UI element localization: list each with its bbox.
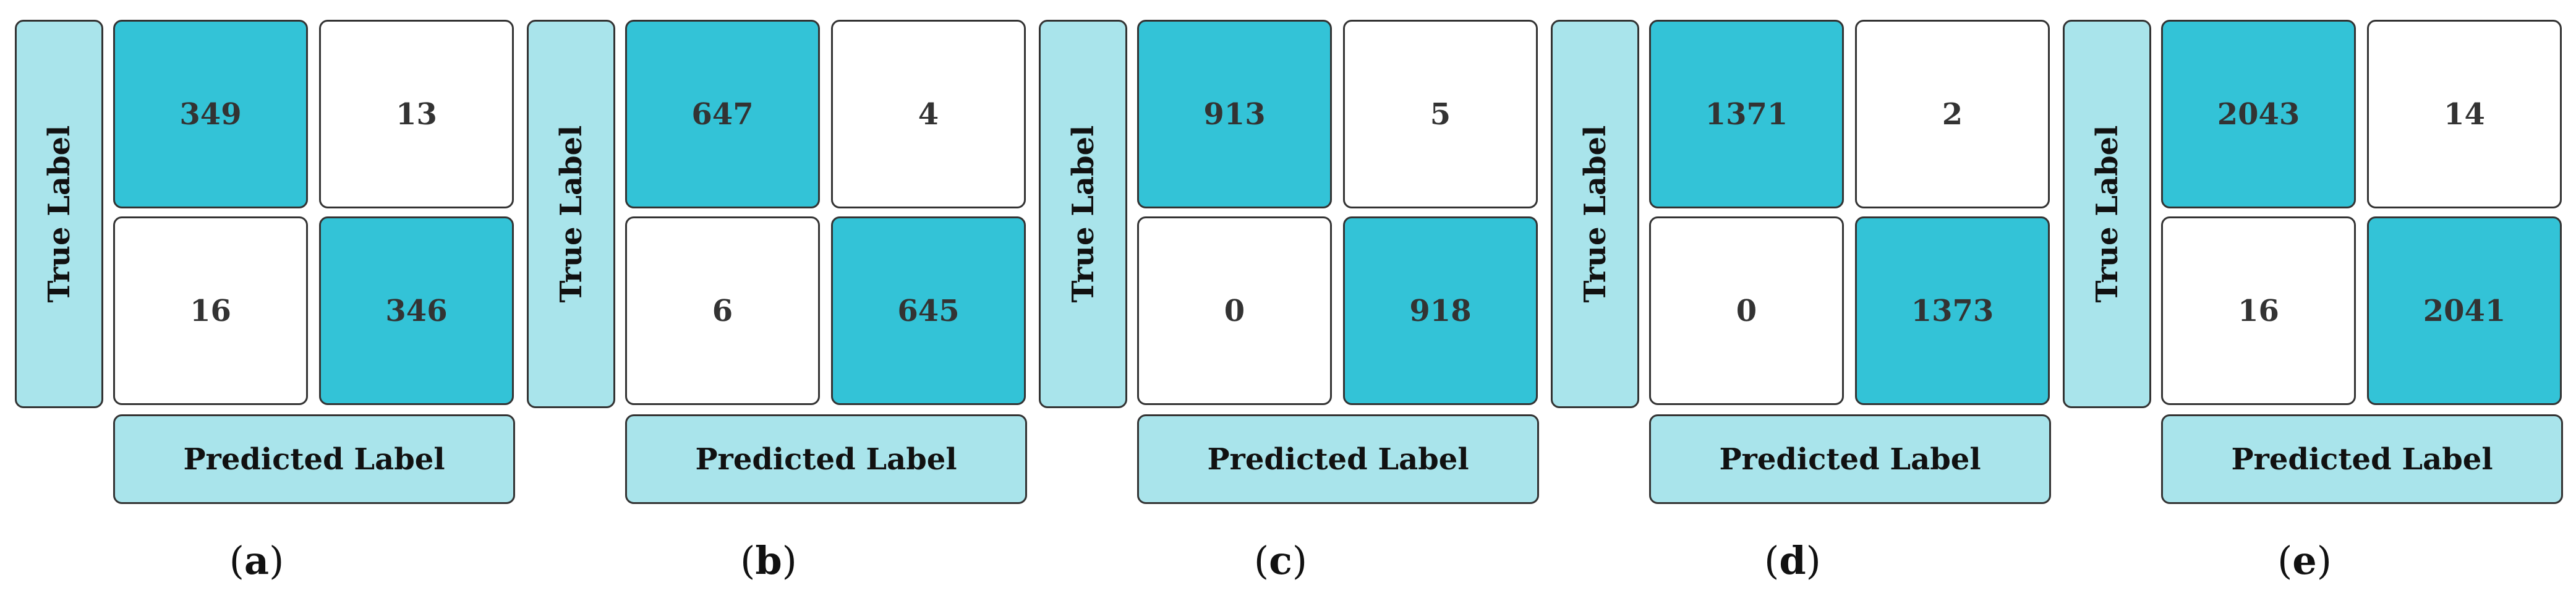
panel-caption: (c)	[1253, 538, 1308, 583]
matrix-cell-tp: 913	[1137, 20, 1332, 208]
panel-caption-letter: a	[244, 538, 270, 583]
matrix-cell-fp: 16	[113, 216, 308, 405]
matrix-cell-tn: 918	[1343, 216, 1538, 405]
panel-caption-letter: d	[1779, 538, 1806, 583]
matrix-cell-fp: 16	[2161, 216, 2356, 405]
matrix-cell-tn: 346	[319, 216, 514, 405]
matrix-cell-fp: 6	[625, 216, 820, 405]
panel-caption: (e)	[2277, 538, 2332, 583]
matrix-cell-fp: 0	[1137, 216, 1332, 405]
matrix-cell-tp: 647	[625, 20, 820, 208]
predicted-label-box: Predicted Label	[625, 414, 1027, 504]
confusion-matrix-panel-c: True Label 913 5 0 918 Predicted Label (…	[1024, 0, 1539, 598]
true-label-text: True Label	[41, 125, 77, 303]
panel-caption: (a)	[229, 538, 284, 583]
confusion-matrix-panel-b: True Label 647 4 6 645 Predicted Label (…	[512, 0, 1027, 598]
true-label-box: True Label	[2063, 20, 2151, 408]
matrix-cell-fn: 2	[1855, 20, 2050, 208]
predicted-label-box: Predicted Label	[113, 414, 515, 504]
true-label-text: True Label	[1577, 125, 1613, 303]
matrix-cell-tn: 2041	[2367, 216, 2562, 405]
true-label-box: True Label	[1551, 20, 1639, 408]
matrix-cell-tn: 645	[831, 216, 1026, 405]
matrix-cell-fn: 4	[831, 20, 1026, 208]
matrix-cell-tp: 1371	[1649, 20, 1844, 208]
panel-caption: (b)	[740, 538, 797, 583]
matrix-cell-tn: 1373	[1855, 216, 2050, 405]
matrix-cell-tp: 349	[113, 20, 308, 208]
predicted-label-box: Predicted Label	[1137, 414, 1539, 504]
predicted-label-box: Predicted Label	[2161, 414, 2563, 504]
true-label-text: True Label	[553, 125, 589, 303]
true-label-text: True Label	[1065, 125, 1101, 303]
panel-caption-letter: b	[755, 538, 782, 583]
matrix-cell-fn: 5	[1343, 20, 1538, 208]
confusion-matrix-panel-a: True Label 349 13 16 346 Predicted Label…	[0, 0, 515, 598]
true-label-box: True Label	[527, 20, 615, 408]
panel-caption-letter: e	[2292, 538, 2317, 583]
matrix-cell-fn: 13	[319, 20, 514, 208]
true-label-box: True Label	[15, 20, 103, 408]
matrix-cell-tp: 2043	[2161, 20, 2356, 208]
true-label-box: True Label	[1039, 20, 1127, 408]
confusion-matrix-panel-e: True Label 2043 14 16 2041 Predicted Lab…	[2048, 0, 2563, 598]
true-label-text: True Label	[2089, 125, 2125, 303]
confusion-matrix-panel-d: True Label 1371 2 0 1373 Predicted Label…	[1536, 0, 2051, 598]
predicted-label-box: Predicted Label	[1649, 414, 2051, 504]
panel-caption-letter: c	[1269, 538, 1292, 583]
matrix-cell-fn: 14	[2367, 20, 2562, 208]
matrix-cell-fp: 0	[1649, 216, 1844, 405]
panel-caption: (d)	[1764, 538, 1821, 583]
